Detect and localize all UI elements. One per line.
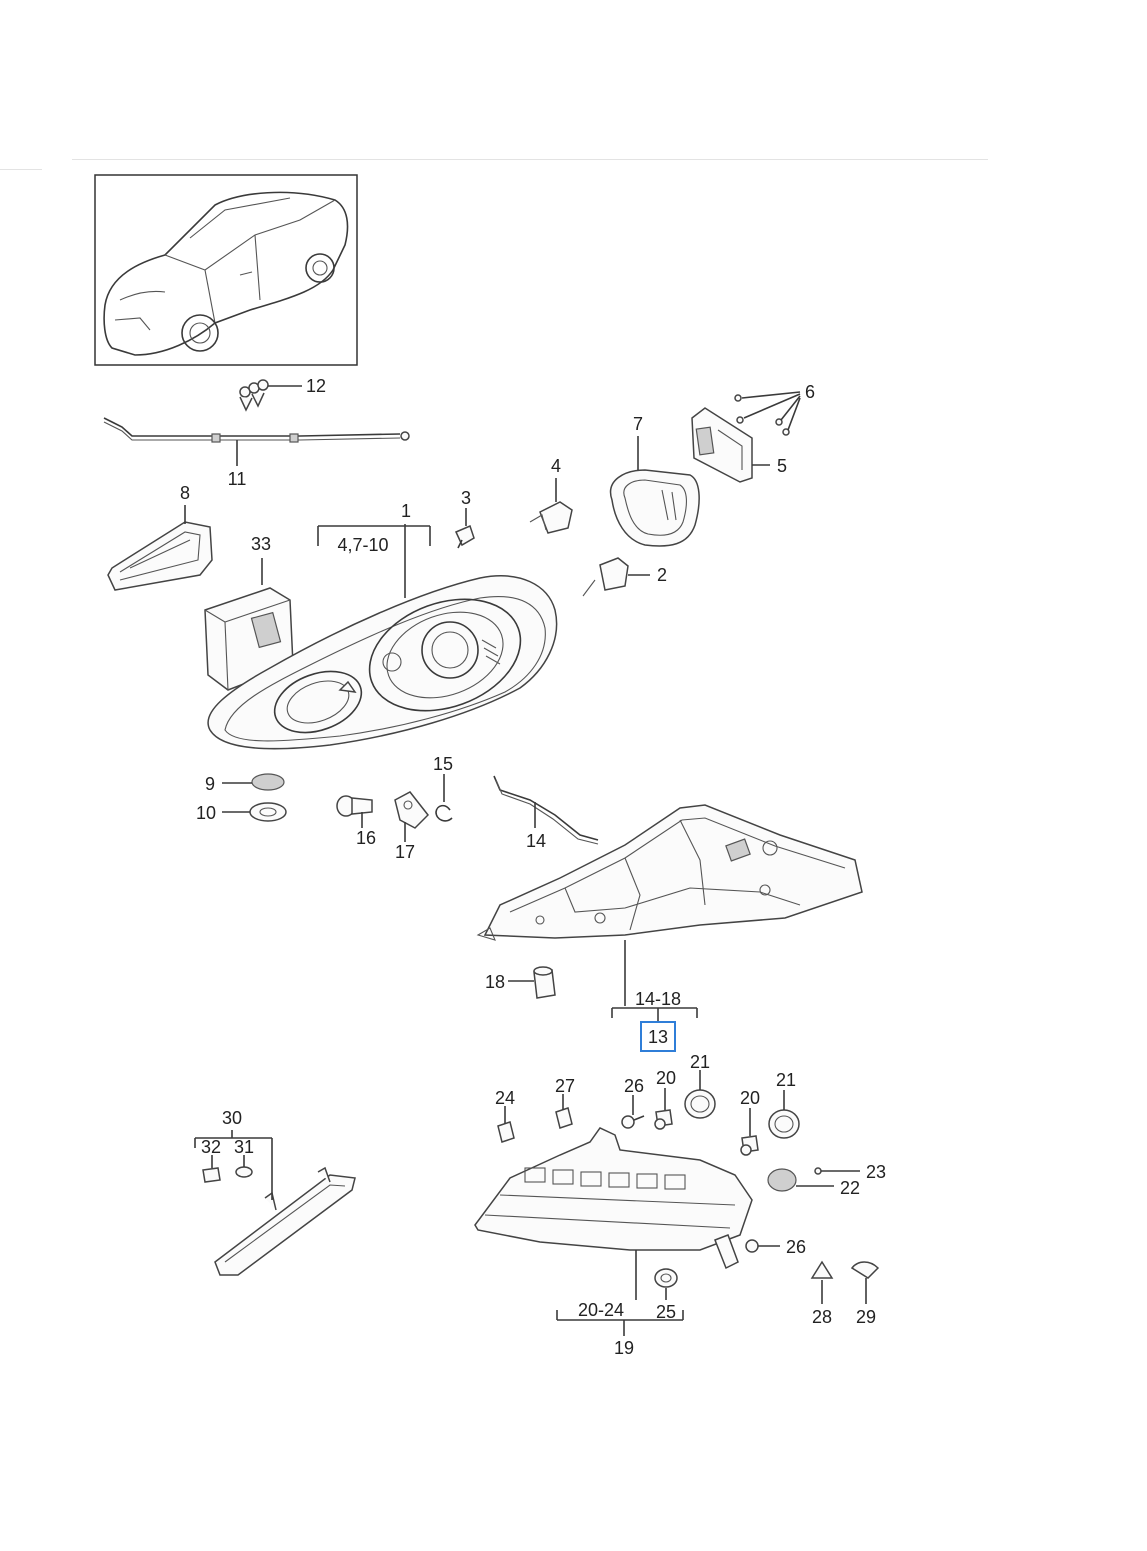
callout-1: 1: [401, 501, 411, 521]
plug-part-18: [508, 966, 556, 999]
headlight-part-1: [207, 524, 558, 750]
callout-4: 4: [551, 456, 561, 476]
washer-part-10: [222, 802, 287, 822]
callout-10: 10: [196, 803, 216, 823]
callout-32: 32: [201, 1137, 221, 1157]
callout-22: 22: [840, 1178, 860, 1198]
callout-26-a: 26: [624, 1076, 644, 1096]
screw-part-26-top: [621, 1095, 645, 1129]
callout-8: 8: [180, 483, 190, 503]
callout-26-b: 26: [786, 1237, 806, 1257]
bracket-part-28: [810, 1260, 834, 1304]
callout-20-b: 20: [740, 1088, 760, 1108]
callout-25: 25: [656, 1302, 676, 1322]
callout-17: 17: [395, 842, 415, 862]
callout-15: 15: [433, 754, 453, 774]
wire-part-14: [493, 775, 599, 845]
callout-7: 7: [633, 414, 643, 434]
clip-part-12: [239, 379, 302, 412]
callout-19: 19: [614, 1338, 634, 1358]
callout-21-b: 21: [776, 1070, 796, 1090]
clip-part-24: [497, 1106, 515, 1143]
divider-top: [72, 159, 988, 160]
bulb-part-4: [529, 478, 573, 534]
callout-16: 16: [356, 828, 376, 848]
callout-23: 23: [866, 1162, 886, 1182]
callout-13: 13: [648, 1027, 668, 1047]
pin-part-16: [336, 795, 373, 828]
adjuster-part-17: [394, 791, 429, 842]
cable-part-11: [103, 417, 410, 466]
bulb-part-31: [235, 1155, 253, 1178]
bulb-part-20-a: [654, 1088, 673, 1130]
callout-30: 30: [222, 1108, 242, 1128]
callout-5: 5: [777, 456, 787, 476]
socket-part-21-b: [768, 1090, 800, 1139]
bulb-part-20-b: [740, 1108, 759, 1156]
bulb-part-2: [582, 557, 650, 597]
light-strip-part-30: [194, 1130, 356, 1276]
callout-29: 29: [856, 1307, 876, 1327]
screw-part-23: [814, 1167, 860, 1175]
socket-part-21-a: [684, 1070, 716, 1119]
group-label-19: 20-24: [578, 1300, 624, 1320]
group-label-1: 4,7-10: [337, 535, 388, 555]
screw-part-26-bottom: [745, 1239, 780, 1253]
cap-part-29: [850, 1261, 880, 1304]
callout-27: 27: [555, 1076, 575, 1096]
screw-part-3: [454, 508, 475, 549]
callout-3: 3: [461, 488, 471, 508]
bulb-part-32: [202, 1155, 221, 1183]
control-unit-part-33: [204, 558, 294, 691]
fog-lamp-part-19: [474, 1127, 753, 1336]
nut-part-25: [654, 1268, 678, 1300]
callout-9: 9: [205, 774, 215, 794]
grommet-part-9: [222, 773, 285, 791]
callout-14: 14: [526, 831, 546, 851]
group-label-13: 14-18: [635, 989, 681, 1009]
bracket-part-8: [107, 505, 213, 591]
cover-part-7: [609, 436, 700, 547]
clip-part-27: [555, 1094, 573, 1129]
callout-12: 12: [306, 376, 326, 396]
housing-part-13: [476, 804, 863, 1052]
callout-6: 6: [805, 382, 815, 402]
callout-11: 11: [228, 469, 247, 489]
callout-21-a: 21: [690, 1052, 710, 1072]
callout-18: 18: [485, 972, 505, 992]
highlight-box: [640, 1021, 676, 1052]
car-overview-icon: [94, 174, 358, 366]
screws-part-6: [734, 391, 801, 436]
callout-20-a: 20: [656, 1068, 676, 1088]
callout-28: 28: [812, 1307, 832, 1327]
callout-33: 33: [251, 534, 271, 554]
module-part-5: [691, 407, 770, 483]
callout-24: 24: [495, 1088, 515, 1108]
divider-left: [0, 169, 42, 170]
callout-2: 2: [657, 565, 667, 585]
callout-31: 31: [234, 1137, 254, 1157]
clip-part-15: [435, 774, 453, 822]
cap-part-22: [767, 1168, 834, 1192]
